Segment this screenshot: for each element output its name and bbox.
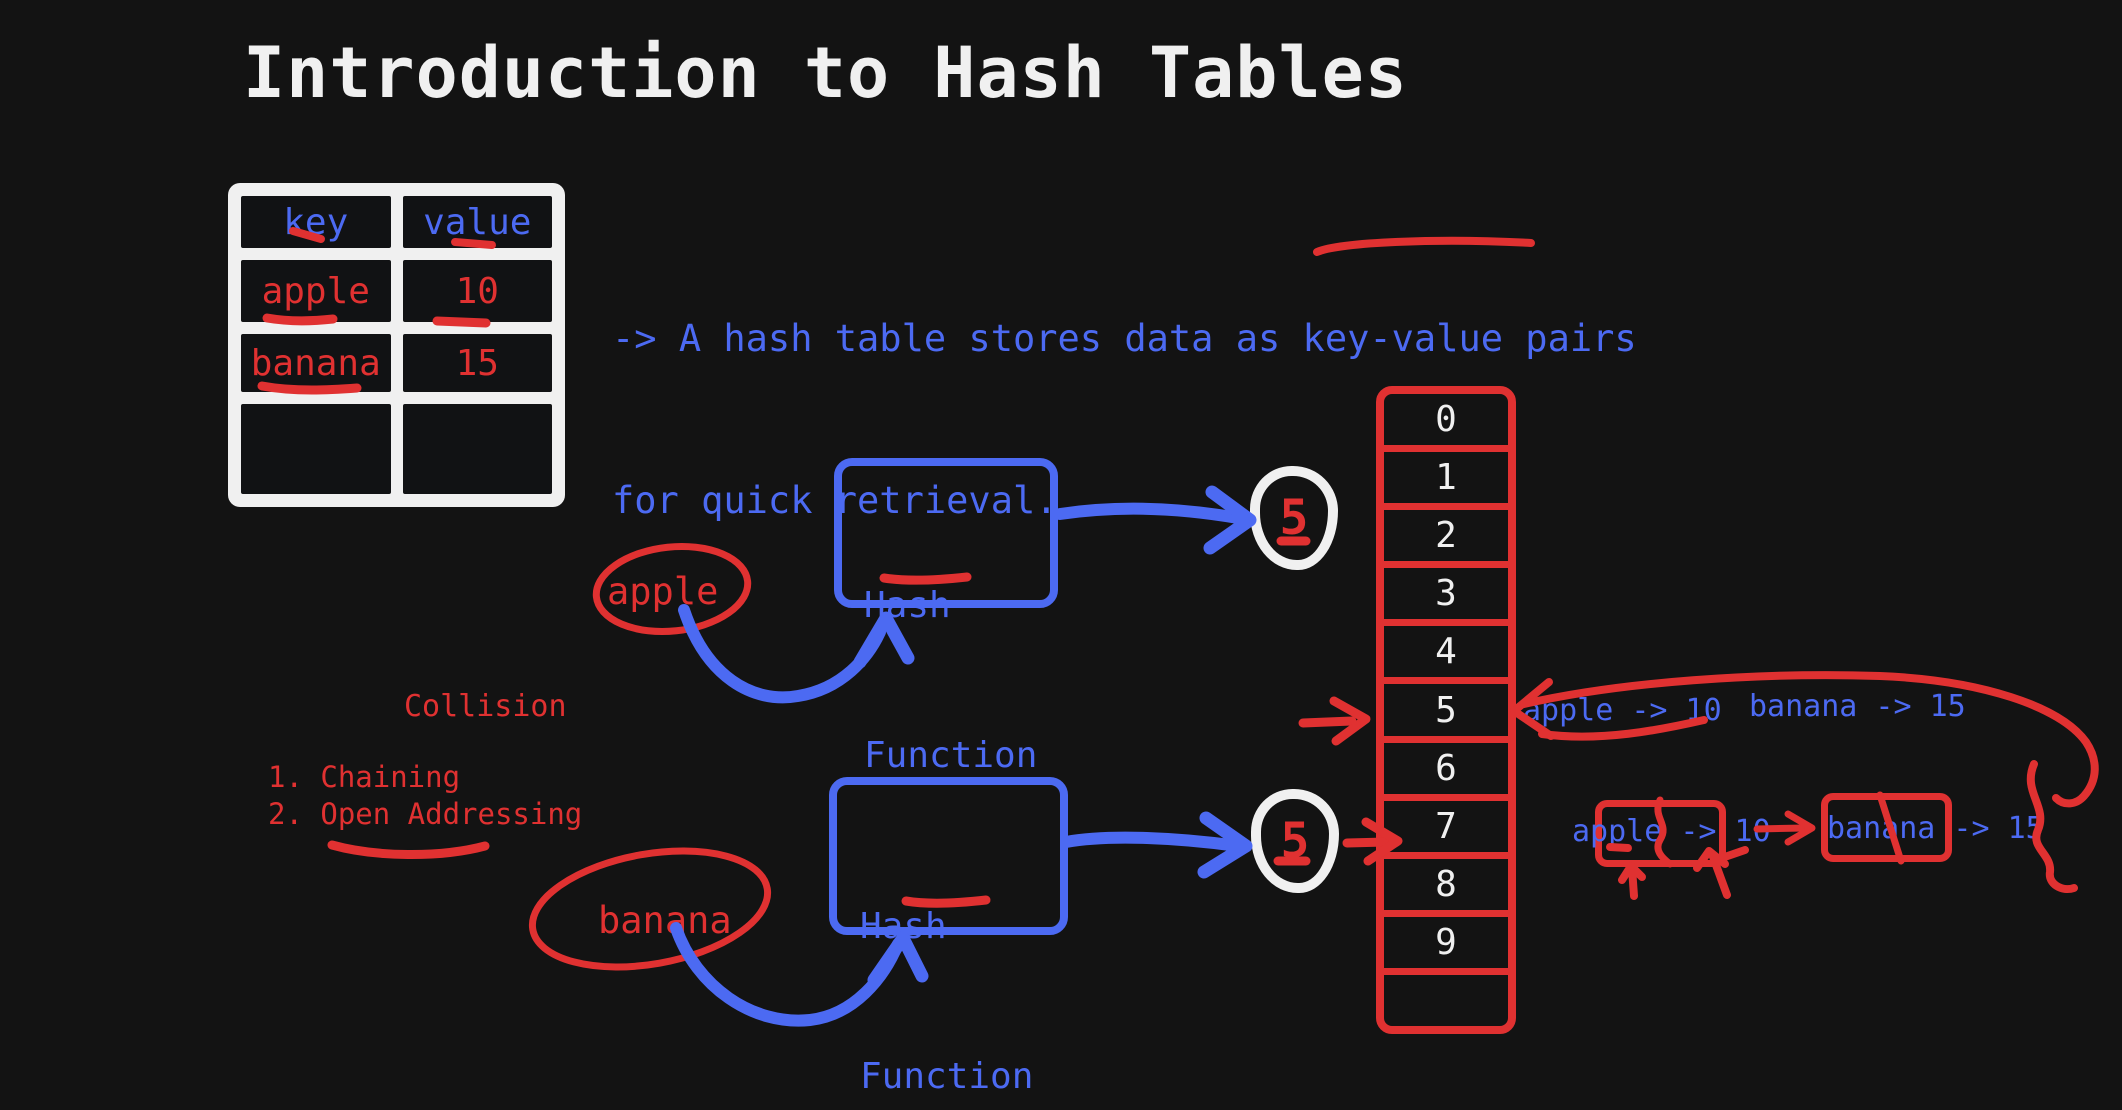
kv-header-key: key [241, 196, 391, 248]
arrow-chain-node1-to-node2-head [1784, 810, 1816, 846]
chain-node-text-1: apple -> 10 [1572, 814, 1771, 849]
array-slot: 5 [1384, 684, 1508, 743]
kv-cell: apple [241, 260, 391, 322]
hash-function-label-2: Hash Function [860, 906, 1034, 1097]
banana-key-label: banana [598, 899, 732, 942]
arrow-into-slot5-left [1298, 716, 1357, 728]
slot5-banana-note: banana -> 15 [1749, 689, 1966, 724]
kv-cell [402, 404, 552, 494]
kv-header-value: value [402, 196, 552, 248]
collision-item-2: 2. Open Addressing [268, 797, 583, 831]
array-slot: 9 [1384, 917, 1508, 975]
page-title: Introduction to Hash Tables [243, 32, 1408, 114]
intro-text: -> A hash table stores data as key-value… [612, 204, 1637, 636]
arrow-into-slot5-left-head [1329, 696, 1371, 746]
array-slot: 4 [1384, 626, 1508, 685]
intro-line-2: for quick retrieval. [612, 479, 1058, 522]
slot5-apple-note: apple -> 10 [1523, 693, 1722, 728]
array-slot: 6 [1384, 743, 1508, 801]
chain-node-text-2: banana -> 15 [1827, 811, 2044, 846]
underline-open-addressing [327, 840, 490, 860]
kv-cell: banana [241, 334, 391, 392]
array-slot: 2 [1384, 510, 1508, 569]
hash-function-box-1 [834, 458, 1058, 608]
intro-line-1: -> A hash table stores data as key-value… [612, 317, 1637, 360]
arrow-hash2-to-output [1060, 831, 1244, 852]
chain-node1-tick-a [1618, 862, 1646, 900]
kv-cell: 15 [402, 334, 552, 392]
collision-item-1: 1. Chaining [268, 760, 461, 794]
apple-key-label: apple [607, 570, 719, 613]
collision-heading: Collision [404, 689, 567, 724]
arrow-hash2-to-output-head [1197, 811, 1253, 879]
kv-cell: 10 [402, 260, 552, 322]
kv-cell [241, 404, 391, 494]
array-slot: 7 [1384, 801, 1508, 859]
array-slot: 8 [1384, 859, 1508, 917]
array-slot: 0 [1384, 394, 1508, 453]
array-slot: 1 [1384, 452, 1508, 511]
array-slot [1384, 975, 1508, 1026]
hash-function-box-2 [829, 777, 1068, 935]
array-slot: 3 [1384, 568, 1508, 627]
hash-output-circle-2: 5 [1251, 789, 1339, 893]
